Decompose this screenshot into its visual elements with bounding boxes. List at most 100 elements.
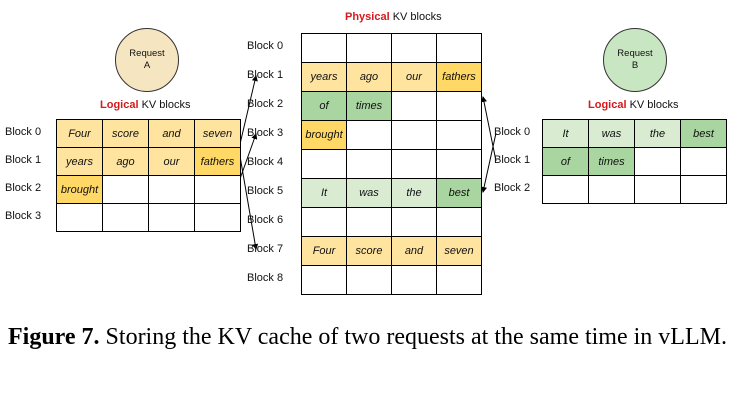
token-cell: fathers [194,147,241,176]
token-cell: of [542,147,589,176]
block-row [542,175,727,204]
arrow-b-block1-to-p2 [481,96,497,162]
figure-caption: Figure 7. Storing the KV cache of two re… [8,321,748,353]
block-label: Block 0 [247,40,284,52]
token-cell [634,147,681,176]
block-label: Block 0 [494,125,531,138]
token-cell [391,149,437,179]
block-row [301,149,482,179]
logical-b-heading: Logical KV blocks [588,99,679,111]
token-cell [346,149,392,179]
token-cell [542,175,589,204]
request-a-letter: A [143,60,151,71]
token-cell [346,207,392,237]
token-cell: fathers [436,62,482,92]
block-label: Block 0 [5,125,42,138]
token-cell [346,120,392,150]
token-cell: best [436,178,482,208]
block-label: Block 3 [247,127,284,139]
token-cell [194,203,241,232]
block-label: Block 1 [494,153,531,166]
block-label: Block 5 [247,185,284,197]
token-cell: It [542,119,589,148]
token-cell [680,147,727,176]
token-cell: was [346,178,392,208]
token-cell [301,207,347,237]
token-cell [391,120,437,150]
token-cell: and [148,119,195,148]
token-cell [391,207,437,237]
token-cell [346,265,392,295]
block-row [301,265,482,295]
block-label: Block 3 [5,209,42,222]
token-cell: brought [56,175,103,204]
block-row [301,33,482,63]
token-cell [634,175,681,204]
token-cell [436,149,482,179]
request-a-label: Request [129,48,165,59]
token-cell [56,203,103,232]
token-cell: best [680,119,727,148]
token-cell: the [634,119,681,148]
token-cell [436,265,482,295]
token-cell: score [346,236,392,266]
token-cell: years [301,62,347,92]
token-cell: and [391,236,437,266]
token-cell [391,265,437,295]
token-cell: ago [346,62,392,92]
token-cell [301,149,347,179]
token-cell [588,175,635,204]
token-cell: years [56,147,103,176]
token-cell [102,175,149,204]
token-cell [391,91,437,121]
block-label: Block 4 [247,156,284,168]
token-cell [391,33,437,63]
block-row [56,203,241,232]
block-label: Block 1 [247,69,284,81]
token-cell [680,175,727,204]
token-cell: times [588,147,635,176]
token-cell: our [391,62,437,92]
token-cell: brought [301,120,347,150]
token-cell [436,207,482,237]
physical-heading: Physical KV blocks [345,11,442,23]
token-cell: of [301,91,347,121]
block-row: brought [301,120,482,150]
token-cell: score [102,119,149,148]
caption-text: Storing the KV cache of two requests at … [99,324,727,350]
arrow-b-block0-to-p5 [481,132,497,193]
request-b-label: Request [617,48,653,59]
token-cell [194,175,241,204]
token-cell: ago [102,147,149,176]
request-b-letter: B [631,60,639,71]
token-cell [301,33,347,63]
block-label: Block 8 [247,272,284,284]
token-cell: was [588,119,635,148]
token-cell: Four [301,236,347,266]
token-cell [436,33,482,63]
token-cell [148,175,195,204]
block-label: Block 2 [494,181,531,194]
token-cell [346,33,392,63]
block-label: Block 2 [247,98,284,110]
block-label: Block 2 [5,181,42,194]
logical-a-heading: Logical KV blocks [100,99,191,111]
caption-label: Figure 7. [8,324,100,350]
token-cell: the [391,178,437,208]
token-cell: seven [194,119,241,148]
token-cell [436,91,482,121]
token-cell: our [148,147,195,176]
token-cell: times [346,91,392,121]
